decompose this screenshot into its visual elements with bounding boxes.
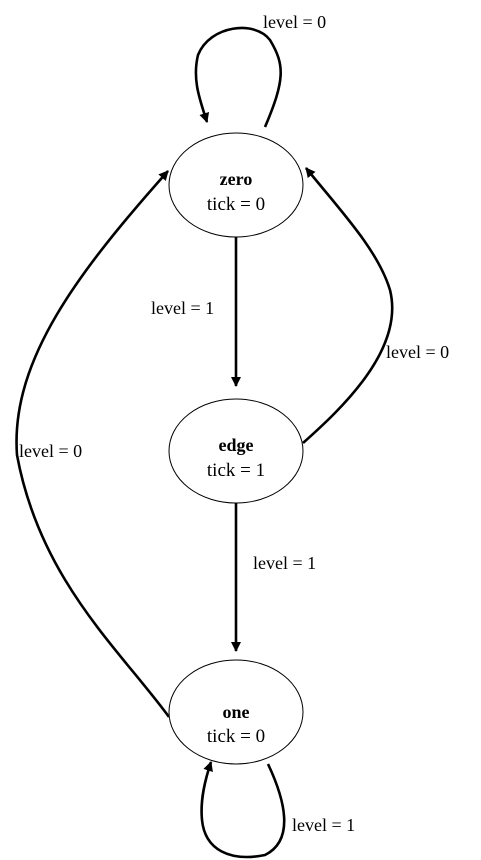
state-edge-name: edge: [219, 435, 254, 455]
edge-edge-to-zero: [302, 167, 394, 444]
state-one-output: tick = 0: [207, 726, 265, 747]
state-one: [168, 659, 304, 765]
state-zero-name: zero: [220, 169, 253, 189]
label-edge-to-one: level = 1: [253, 553, 316, 573]
label-zero-self: level = 0: [263, 12, 326, 32]
label-one-self: level = 1: [292, 815, 355, 835]
state-zero-output: tick = 0: [207, 194, 265, 215]
edge-zero-self: [194, 26, 282, 128]
edge-one-self: [200, 761, 286, 859]
label-one-to-zero: level = 0: [19, 441, 82, 461]
state-edge-output: tick = 1: [207, 460, 265, 481]
state-zero: [168, 132, 304, 238]
label-edge-to-zero: level = 0: [386, 342, 449, 362]
label-zero-to-edge: level = 1: [151, 298, 214, 318]
state-edge: [168, 398, 304, 504]
state-one-name: one: [223, 702, 250, 722]
edge-one-to-zero: [15, 170, 171, 718]
